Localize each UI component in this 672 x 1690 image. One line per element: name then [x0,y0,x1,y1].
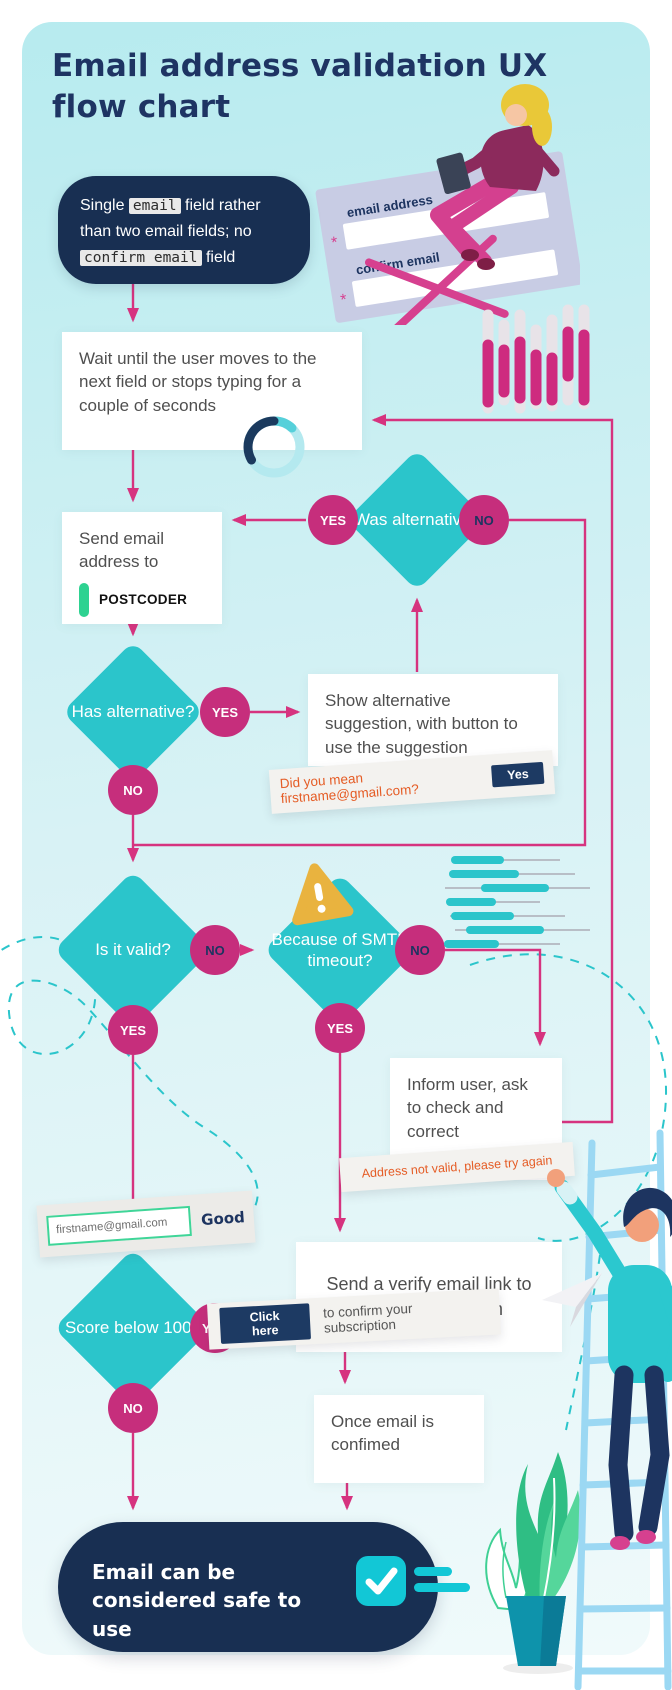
tablet-icon [436,152,471,195]
man-on-ladder-illustration [542,1129,672,1690]
page-title: Email address validation UX flow chart [52,46,632,128]
good-status-label: Good [200,1208,246,1230]
smtp-no-badge: NO [395,925,445,975]
has-alternative-no-badge: NO [108,765,158,815]
send-box: Send email address to POSTCODER [62,512,222,624]
woman-on-form-illustration: email address * confirm email * [315,84,580,325]
was-alternative-no-badge: NO [459,495,509,545]
decision-smtp-timeout-label: Because of SMTP timeout? [271,929,409,970]
start-text-post: field rather [180,197,261,214]
start-text-end: field [201,248,236,266]
smtp-yes-badge: YES [315,1003,365,1053]
is-valid-no-badge: NO [190,925,240,975]
required-asterisk-1: * [330,234,339,252]
wait-box: Wait until the user moves to the next fi… [62,332,362,450]
final-node-text: Email can be considered safe to use [92,1560,302,1641]
start-text-pre: Single [80,197,129,214]
inform-user-text: Inform user, ask to check and correct [407,1075,528,1141]
warning-icon [292,863,354,926]
once-confirmed-box: Once email is confimed [314,1395,484,1483]
required-asterisk-2: * [339,291,348,309]
show-alternative-text: Show alternative suggestion, with button… [325,691,518,757]
address-not-valid-text: Address not valid, please try again [361,1153,553,1181]
confirm-email-code-chip: confirm email [80,249,202,266]
wait-box-text: Wait until the user moves to the next fi… [79,349,317,415]
man-figure [547,1169,672,1550]
start-text-line2: than two email fields; no [80,222,252,240]
is-valid-yes-badge: YES [108,1005,158,1055]
was-alternative-yes-badge: YES [308,495,358,545]
teal-dash-long [414,1583,470,1592]
decision-was-alternative-label: Was alternative? [354,510,480,530]
loading-spinner-icon [243,416,305,478]
postcoder-logo: POSTCODER [79,582,205,617]
once-confirmed-text: Once email is confimed [331,1412,434,1455]
did-you-mean-text: Did you mean firstname@gmail.com? [279,770,420,807]
checkbox-icon [356,1556,406,1606]
email-code-chip: email [128,198,181,214]
show-alternative-box: Show alternative suggestion, with button… [308,674,558,766]
send-box-text: Send email address to [79,529,165,572]
start-node: Single email field rather than two email… [58,176,310,284]
click-here-text: to confirm your subscription [322,1300,413,1336]
has-alternative-yes-badge: YES [200,687,250,737]
postcoder-logo-text: POSTCODER [99,591,188,607]
teal-dash-short [414,1567,452,1576]
yes-button[interactable]: Yes [491,761,545,788]
postcoder-logo-bar-icon [79,582,89,617]
woman-figure [430,84,560,270]
click-here-button[interactable]: Click here [219,1303,311,1344]
equalizer-decoration [482,304,590,414]
decision-is-valid-label: Is it valid? [95,940,171,960]
decision-score-below-100-label: Score below 100? [64,1318,202,1338]
decision-has-alternative-label: Has alternative? [71,702,195,722]
progress-bars-decoration [444,856,590,948]
page-title-line2: flow chart [52,88,231,125]
plant-illustration [485,1452,581,1674]
paper-plane-icon [542,1273,602,1327]
page-title-line1: Email address validation UX [52,48,548,84]
email-input[interactable]: firstname@gmail.com [46,1205,193,1246]
score-no-badge: NO [108,1383,158,1433]
